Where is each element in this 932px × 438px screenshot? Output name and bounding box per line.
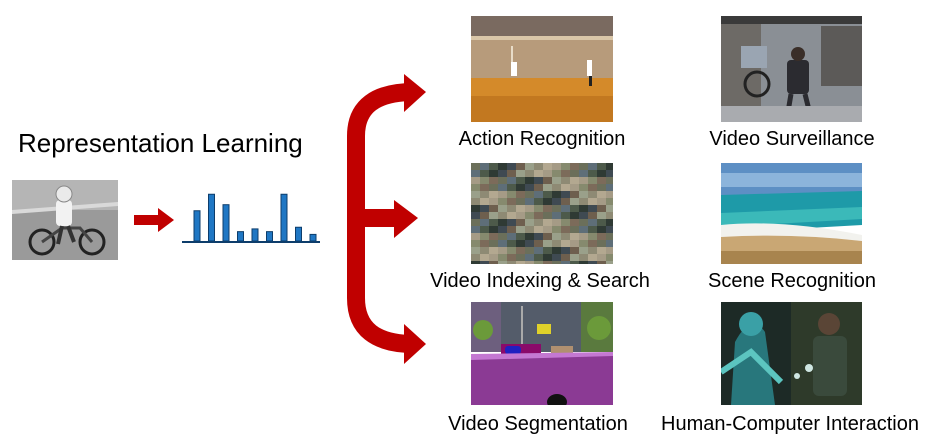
label-video-segmentation: Video Segmentation (448, 413, 628, 435)
video-surveillance-image (721, 16, 862, 122)
video-segmentation-image (471, 302, 613, 405)
label-scene-recognition: Scene Recognition (708, 270, 876, 292)
label-video-indexing-search: Video Indexing & Search (430, 270, 650, 292)
arrow-to-features-icon (134, 208, 174, 232)
histogram-bar (295, 226, 302, 242)
action-recognition-image (471, 16, 613, 122)
label-video-surveillance: Video Surveillance (709, 128, 875, 150)
human-computer-interaction-image (721, 302, 862, 405)
histogram-bar (193, 210, 201, 242)
diagram-title: Representation Learning (18, 128, 303, 158)
label-human-computer-interaction: Human-Computer Interaction (661, 413, 919, 435)
video-indexing-search-image (471, 163, 613, 264)
histogram-bar (237, 231, 244, 242)
histogram-bar (251, 228, 259, 242)
scene-recognition-image (721, 163, 862, 264)
histogram-bar (222, 204, 230, 242)
input-image (12, 180, 118, 260)
branching-arrow-icon (347, 74, 426, 364)
histogram-bar (280, 193, 288, 242)
histogram-bar (309, 233, 317, 242)
histogram-bar (266, 231, 273, 242)
histogram-bar (208, 193, 215, 242)
label-action-recognition: Action Recognition (458, 128, 626, 150)
feature-histogram (182, 193, 320, 243)
